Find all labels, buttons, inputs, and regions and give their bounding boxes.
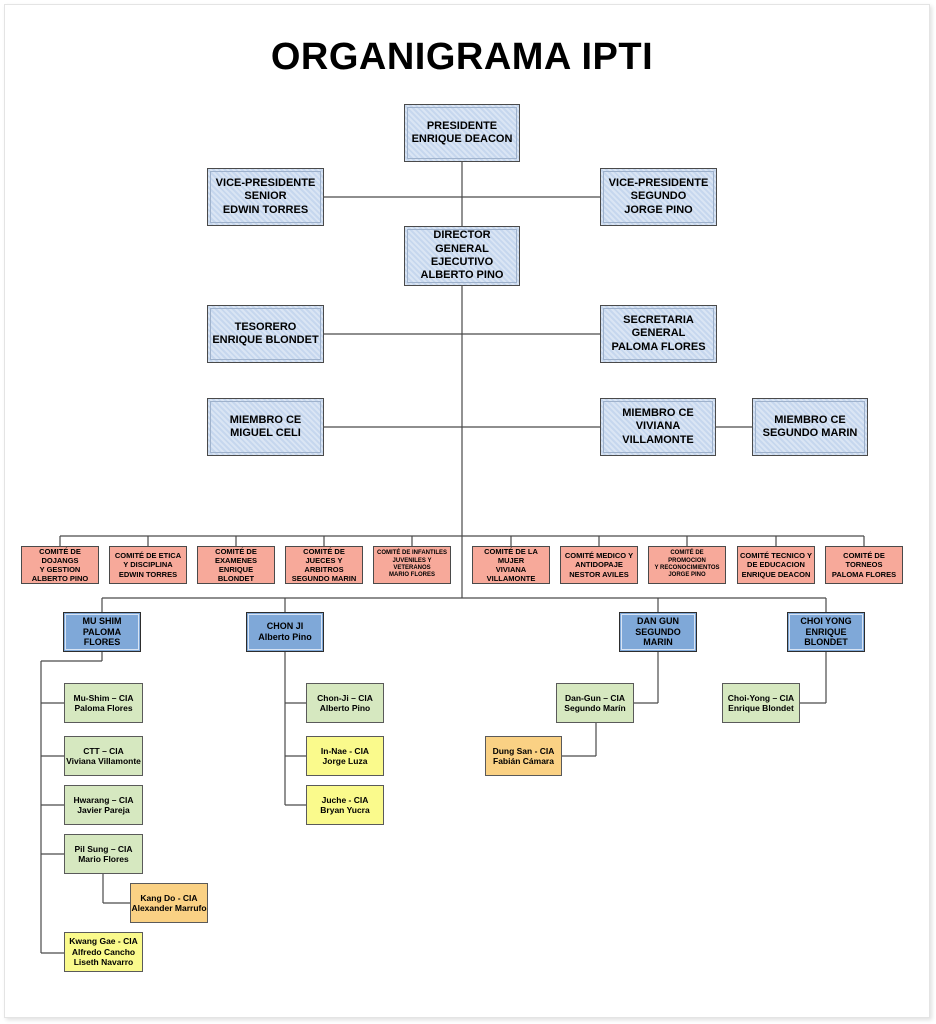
school-choi-yong: CHOI YONG ENRIQUE BLONDET	[787, 612, 865, 652]
cia-hwarang: Hwarang – CIA Javier Pareja	[64, 785, 143, 825]
cia-dung-san: Dung San - CIA Fabián Cámara	[485, 736, 562, 776]
school-mu-shim: MU SHIM PALOMA FLORES	[63, 612, 141, 652]
miembro-ce-marin-box: MIEMBRO CE SEGUNDO MARIN	[752, 398, 868, 456]
presidente-box: PRESIDENTE ENRIQUE DEACON	[404, 104, 520, 162]
vp-senior-box: VICE-PRESIDENTE SENIOR EDWIN TORRES	[207, 168, 324, 226]
cia-dan-gun: Dan-Gun – CIA Segundo Marín	[556, 683, 634, 723]
cia-mu-shim: Mu-Shim – CIA Paloma Flores	[64, 683, 143, 723]
cia-kang-do: Kang Do - CIA Alexander Marrufo	[130, 883, 208, 923]
miembro-ce-villamonte-box: MIEMBRO CE VIVIANA VILLAMONTE	[600, 398, 716, 456]
cia-kwang-gae: Kwang Gae - CIA Alfredo Cancho Liseth Na…	[64, 932, 143, 972]
cia-pil-sung: Pil Sung – CIA Mario Flores	[64, 834, 143, 874]
vp-segundo-box: VICE-PRESIDENTE SEGUNDO JORGE PINO	[600, 168, 717, 226]
page-frame	[4, 4, 930, 1018]
school-chon-ji: CHON JI Alberto Pino	[246, 612, 324, 652]
cia-in-nae: In-Nae - CIA Jorge Luza	[306, 736, 384, 776]
committee-tecnico: COMITÉ TECNICO Y DE EDUCACION ENRIQUE DE…	[737, 546, 815, 584]
committee-jueces: COMITÉ DE JUECES Y ARBITROS SEGUNDO MARI…	[285, 546, 363, 584]
committee-promocion: COMITÉ DE PROMOCION Y RECONOCIMIENTOS JO…	[648, 546, 726, 584]
secretaria-general-box: SECRETARIA GENERAL PALOMA FLORES	[600, 305, 717, 363]
committee-etica: COMITÉ DE ETICA Y DISCIPLINA EDWIN TORRE…	[109, 546, 187, 584]
cia-ctt: CTT – CIA Viviana Villamonte	[64, 736, 143, 776]
committee-infantiles: COMITÉ DE INFANTILES JUVENILES Y VETERAN…	[373, 546, 451, 584]
tesorero-box: TESORERO ENRIQUE BLONDET	[207, 305, 324, 363]
cia-juche: Juche - CIA Bryan Yucra	[306, 785, 384, 825]
cia-choi-yong: Choi-Yong – CIA Enrique Blondet	[722, 683, 800, 723]
committee-examenes: COMITÉ DE EXAMENES ENRIQUE BLONDET	[197, 546, 275, 584]
chart-title: ORGANIGRAMA IPTI	[270, 36, 654, 78]
school-dan-gun: DAN GUN SEGUNDO MARIN	[619, 612, 697, 652]
committee-dojangs: COMITÉ DE DOJANGS Y GESTION ALBERTO PINO	[21, 546, 99, 584]
committee-medico: COMITÉ MEDICO Y ANTIDOPAJE NESTOR AVILES	[560, 546, 638, 584]
committee-torneos: COMITÉ DE TORNEOS PALOMA FLORES	[825, 546, 903, 584]
miembro-ce-celi-box: MIEMBRO CE MIGUEL CELI	[207, 398, 324, 456]
director-general-box: DIRECTOR GENERAL EJECUTIVO ALBERTO PINO	[404, 226, 520, 286]
cia-chon-ji: Chon-Ji – CIA Alberto Pino	[306, 683, 384, 723]
committee-mujer: COMITÉ DE LA MUJER VIVIANA VILLAMONTE	[472, 546, 550, 584]
